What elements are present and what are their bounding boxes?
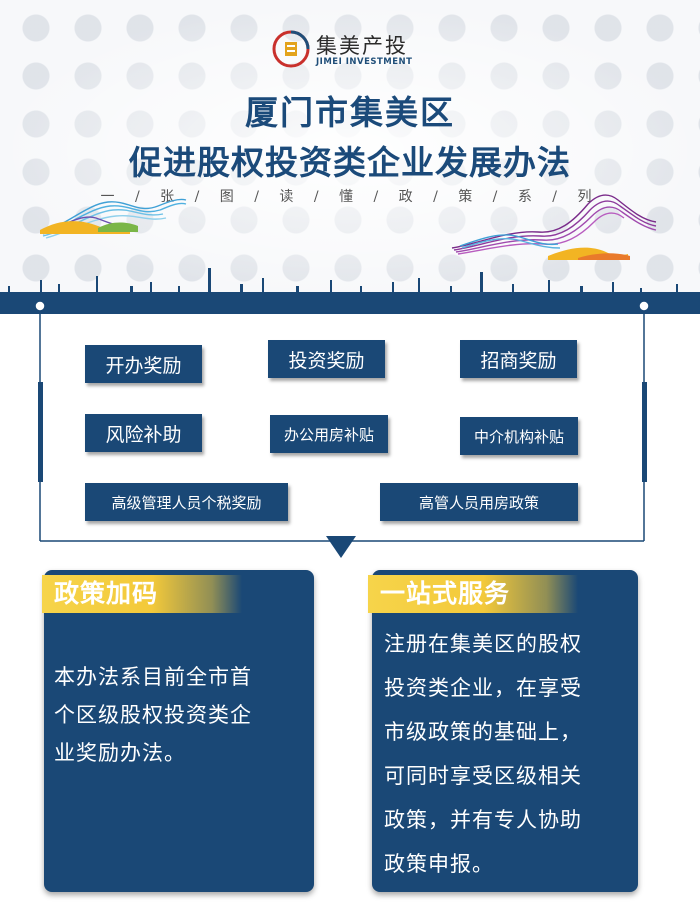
policy-tag-executive-tax-reward: 高级管理人员个税奖励 — [85, 483, 288, 521]
card-text-line: 政策申报。 — [384, 852, 494, 876]
logo-english-name: JIMEI INVESTMENT — [316, 57, 413, 67]
card-text-line: 注册在集美区的股权 — [384, 632, 582, 656]
card-text-line: 本办法系目前全市首 — [54, 665, 252, 689]
series-subtitle: 一 / 张 / 图 / 读 / 懂 / 政 / 策 / 系 / 列 — [100, 189, 600, 205]
card-policy-plus-body: 本办法系目前全市首 个区级股权投资类企 业奖励办法。 — [54, 658, 308, 772]
policy-tag-agency-subsidy: 中介机构补贴 — [460, 417, 578, 455]
card-text-line: 政策，并有专人协助 — [384, 808, 582, 832]
card-text-line: 投资类企业，在享受 — [384, 676, 582, 700]
decorative-wave-left — [40, 198, 187, 239]
card-one-stop-service-body: 注册在集美区的股权 投资类企业，在享受 市级政策的基础上， 可同时享受区级相关 … — [384, 622, 634, 886]
page-title-line-2: 促进股权投资类企业发展办法 — [129, 143, 571, 182]
policy-tag-office-subsidy: 办公用房补贴 — [270, 415, 388, 453]
card-text-line: 业奖励办法。 — [54, 741, 186, 765]
card-text-line: 可同时享受区级相关 — [384, 764, 582, 788]
policy-tag-executive-housing: 高管人员用房政策 — [380, 483, 578, 521]
policy-tag-risk-subsidy: 风险补助 — [85, 414, 202, 452]
card-policy-plus — [44, 570, 314, 892]
card-one-stop-service — [372, 570, 638, 892]
policy-tag-startup-reward: 开办奖励 — [85, 345, 202, 383]
card-one-stop-service-heading: 一站式服务 — [368, 575, 578, 613]
policy-tag-investment-reward: 投资奖励 — [268, 340, 385, 378]
jimei-logo-icon — [272, 30, 310, 68]
decorative-wave-right — [451, 194, 657, 260]
card-policy-plus-heading: 政策加码 — [42, 575, 242, 613]
policy-tag-attraction-reward: 招商奖励 — [460, 340, 577, 378]
page-title-line-1: 厦门市集美区 — [245, 93, 455, 132]
logo-name: 集美产投 — [316, 34, 408, 58]
card-text-line: 市级政策的基础上， — [384, 720, 582, 744]
logo: 集美产投 JIMEI INVESTMENT — [272, 30, 422, 74]
city-skyline — [0, 268, 700, 314]
tag-frame — [34, 300, 650, 558]
card-text-line: 个区级股权投资类企 — [54, 703, 252, 727]
